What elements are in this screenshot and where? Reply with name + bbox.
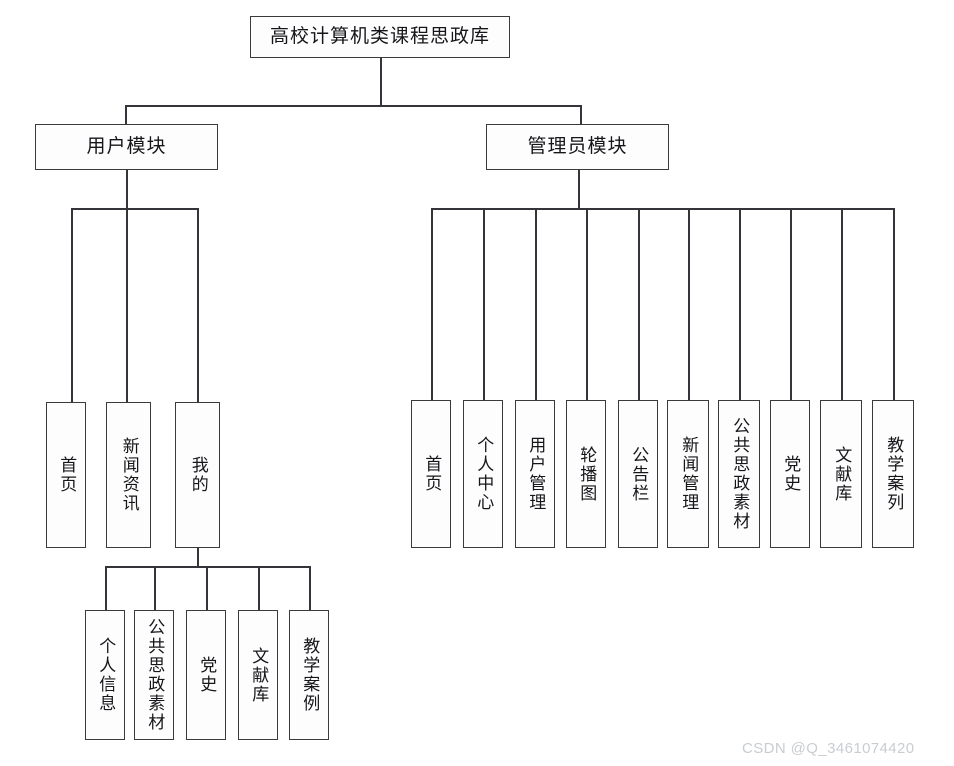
connector-user-stem-down [126,170,128,208]
connector-admin-drop-1 [431,208,433,400]
connector-user-drop-news [126,208,128,402]
admin-child-1[interactable]: 首页 [411,400,451,548]
connector-mine-drop-4 [258,566,260,610]
admin-child-3-label: 用户管理 [526,436,546,512]
connector-root-branch-bar [125,105,581,107]
admin-child-3[interactable]: 用户管理 [515,400,555,548]
my-child-1[interactable]: 个人信息 [85,610,125,740]
module-node-2-label: 管理员模块 [527,135,628,157]
admin-child-2-label: 个人中心 [474,436,494,512]
user-child-1[interactable]: 首页 [46,402,86,548]
my-child-3-label: 党史 [197,656,217,694]
user-child-2-label: 新闻资讯 [119,437,139,513]
user-child-2[interactable]: 新闻资讯 [106,402,151,548]
admin-child-9[interactable]: 文献库 [820,400,862,548]
admin-child-5-label: 公告栏 [629,445,649,503]
my-child-2-label: 公共思政素材 [145,618,165,732]
module-node-1[interactable]: 用户模块 [35,124,218,170]
user-child-3-label: 我的 [188,456,208,494]
connector-user-drop-mine [197,208,199,402]
module-node-2[interactable]: 管理员模块 [486,124,669,170]
admin-child-7-label: 公共思政素材 [730,417,750,531]
user-child-1-label: 首页 [57,456,77,494]
admin-child-6-label: 新闻管理 [679,436,699,512]
connector-mine-drop-1 [105,566,107,610]
my-child-4[interactable]: 文献库 [238,610,278,740]
connector-admin-drop-2 [483,208,485,400]
admin-child-2[interactable]: 个人中心 [463,400,503,548]
connector-mine-drop-5 [309,566,311,610]
module-node-1-label: 用户模块 [86,135,167,157]
my-child-2[interactable]: 公共思政素材 [134,610,174,740]
user-child-3[interactable]: 我的 [175,402,220,548]
connector-admin-drop-9 [841,208,843,400]
connector-root-to-admin-drop [580,105,582,124]
connector-mine-drop-2 [154,566,156,610]
root-node[interactable]: 高校计算机类课程思政库 [250,16,510,58]
admin-child-5[interactable]: 公告栏 [618,400,658,548]
admin-child-6[interactable]: 新闻管理 [667,400,709,548]
connector-admin-stem-down [578,170,580,208]
connector-admin-drop-4 [586,208,588,400]
connector-admin-drop-7 [739,208,741,400]
admin-child-10[interactable]: 教学案列 [872,400,914,548]
admin-child-7[interactable]: 公共思政素材 [718,400,760,548]
connector-root-stem-down [380,58,382,105]
connector-mine-drop-3 [206,566,208,610]
connector-root-to-user-drop [125,105,127,124]
connector-user-branch-bar [71,208,198,210]
connector-admin-drop-8 [790,208,792,400]
my-child-3[interactable]: 党史 [186,610,226,740]
my-child-5[interactable]: 教学案例 [289,610,329,740]
admin-child-10-label: 教学案列 [884,436,904,512]
connector-admin-drop-6 [688,208,690,400]
connector-mine-stem-down [197,548,199,566]
connector-admin-drop-3 [535,208,537,400]
admin-child-4[interactable]: 轮播图 [566,400,606,548]
watermark-text: CSDN @Q_3461074420 [742,740,915,757]
connector-admin-drop-5 [638,208,640,400]
admin-child-1-label: 首页 [422,455,442,493]
my-child-1-label: 个人信息 [96,637,116,713]
connector-admin-branch-bar [431,208,893,210]
connector-admin-drop-10 [893,208,895,400]
my-child-5-label: 教学案例 [300,637,320,713]
admin-child-8-label: 党史 [781,455,801,493]
admin-child-8[interactable]: 党史 [770,400,810,548]
connector-user-drop-home [71,208,73,402]
admin-child-9-label: 文献库 [832,445,852,503]
admin-child-4-label: 轮播图 [577,445,597,503]
root-node-label: 高校计算机类课程思政库 [269,25,490,47]
my-child-4-label: 文献库 [249,646,269,704]
